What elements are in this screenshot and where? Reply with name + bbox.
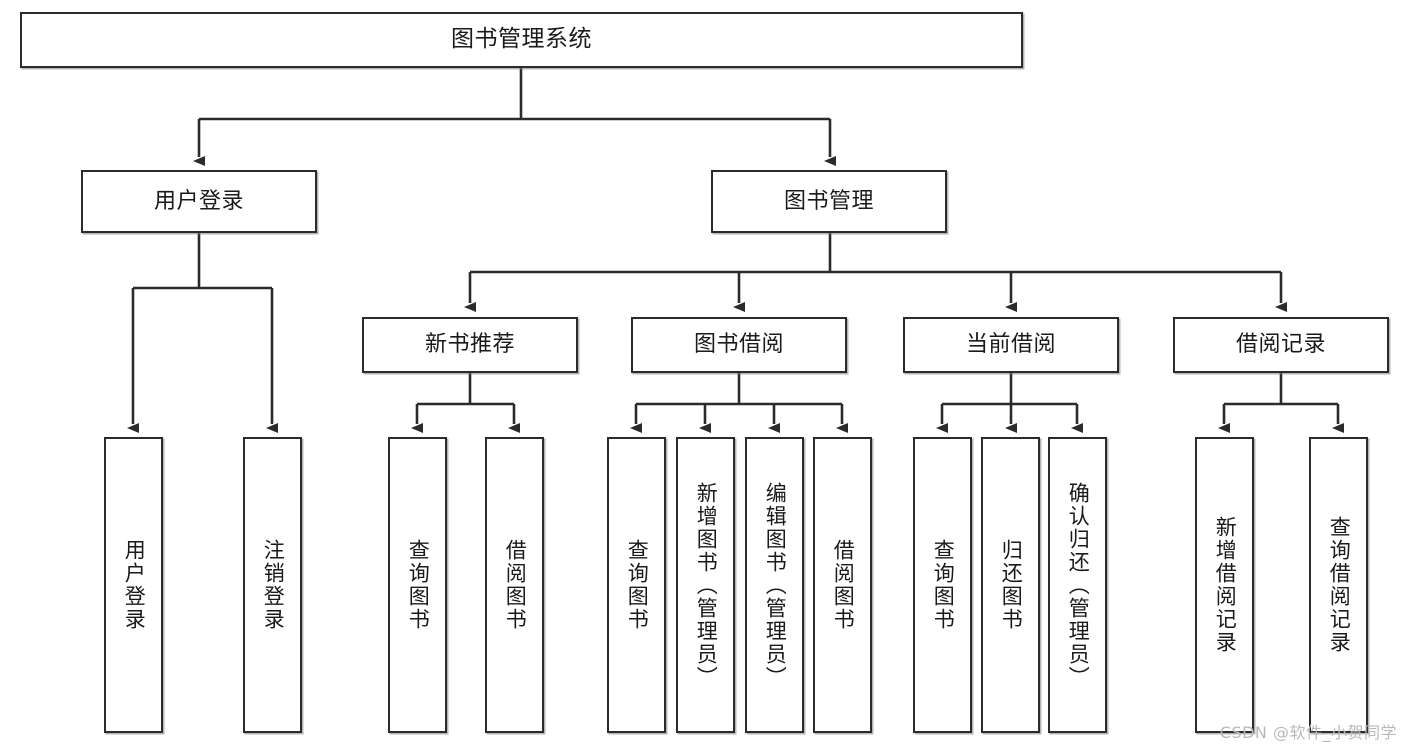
leaf-borrow-query-book[interactable]: 查询图书 <box>607 437 666 733</box>
node-label: 查询图书 <box>406 539 431 631</box>
node-label: 借阅图书 <box>831 539 856 631</box>
node-label: 注销登录 <box>261 539 286 631</box>
node-borrow-record[interactable]: 借阅记录 <box>1173 317 1389 373</box>
leaf-current-return-book[interactable]: 归还图书 <box>981 437 1040 733</box>
node-label: 查询借阅记录 <box>1327 516 1352 654</box>
csdn-watermark: CSDN @软件_小贺同学 <box>1219 723 1397 742</box>
node-label: 新书推荐 <box>424 332 515 358</box>
leaf-recommend-query-book[interactable]: 查询图书 <box>388 437 447 733</box>
node-label: 新增图书（管理员） <box>694 481 719 689</box>
node-label: 编辑图书（管理员） <box>763 481 788 689</box>
leaf-recommend-borrow-book[interactable]: 借阅图书 <box>485 437 544 733</box>
node-label: 图书管理系统 <box>451 26 592 53</box>
leaf-record-add[interactable]: 新增借阅记录 <box>1195 437 1254 733</box>
node-label: 查询图书 <box>625 539 650 631</box>
leaf-user-login[interactable]: 用户登录 <box>104 437 163 733</box>
leaf-borrow-add-book[interactable]: 新增图书（管理员） <box>676 437 735 733</box>
node-label: 新增借阅记录 <box>1213 516 1238 654</box>
leaf-logout[interactable]: 注销登录 <box>243 437 302 733</box>
node-label: 借阅图书 <box>503 539 528 631</box>
node-current-borrow[interactable]: 当前借阅 <box>903 317 1119 373</box>
node-label: 图书管理 <box>783 188 874 214</box>
node-book-management[interactable]: 图书管理 <box>711 170 947 233</box>
leaf-record-query[interactable]: 查询借阅记录 <box>1309 437 1368 733</box>
node-label: 当前借阅 <box>965 332 1056 358</box>
leaf-current-confirm-return[interactable]: 确认归还（管理员） <box>1048 437 1107 733</box>
leaf-current-query-book[interactable]: 查询图书 <box>913 437 972 733</box>
node-label: 用户登录 <box>153 188 244 214</box>
node-label: 借阅记录 <box>1235 332 1326 358</box>
node-label: 用户登录 <box>122 539 147 631</box>
leaf-borrow-edit-book[interactable]: 编辑图书（管理员） <box>745 437 804 733</box>
node-label: 查询图书 <box>931 539 956 631</box>
node-new-book-recommend[interactable]: 新书推荐 <box>362 317 578 373</box>
leaf-borrow-borrow-book[interactable]: 借阅图书 <box>813 437 872 733</box>
node-label: 归还图书 <box>999 539 1024 631</box>
node-root-system[interactable]: 图书管理系统 <box>20 12 1023 68</box>
node-book-borrow[interactable]: 图书借阅 <box>631 317 847 373</box>
node-user-login[interactable]: 用户登录 <box>81 170 317 233</box>
node-label: 确认归还（管理员） <box>1066 481 1091 689</box>
node-label: 图书借阅 <box>693 332 784 358</box>
